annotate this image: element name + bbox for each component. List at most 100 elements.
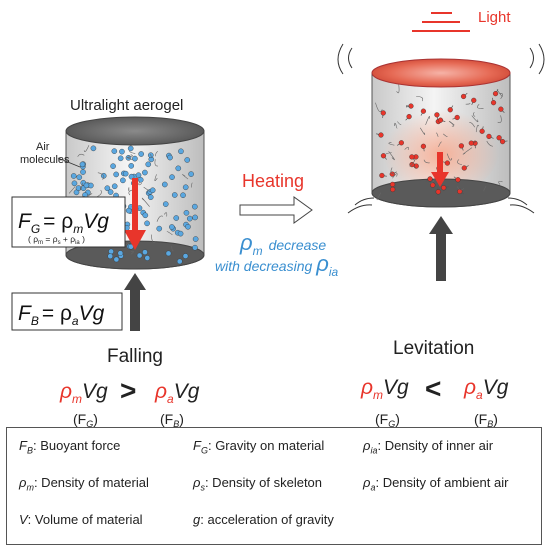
rhom-open: ( ρ xyxy=(28,234,38,244)
legend-item-v: V: Volume of material xyxy=(19,512,143,527)
air-molecule xyxy=(435,112,440,117)
air-molecule xyxy=(80,169,85,174)
rho-change-sub2: ia xyxy=(329,265,339,279)
air-molecule xyxy=(436,189,441,194)
air-molecule xyxy=(139,151,144,156)
air-molecule xyxy=(169,175,174,180)
air-molecule xyxy=(114,257,119,262)
rho-change-line2: with decreasing xyxy=(215,258,312,274)
air-molecule xyxy=(132,156,137,161)
light-rays xyxy=(412,13,470,31)
air-molecule xyxy=(421,144,426,149)
air-molecule xyxy=(381,153,386,158)
air-molecule xyxy=(491,100,496,105)
air-molecule xyxy=(84,183,89,188)
legend-item-rho-m: ρm: Density of material xyxy=(19,475,149,493)
air-molecule xyxy=(136,173,141,178)
buoyancy-arrow-left xyxy=(124,273,146,331)
air-molecule xyxy=(500,139,505,144)
air-molecule xyxy=(166,251,171,256)
legend-item-fb: FB: Buoyant force xyxy=(19,438,120,456)
air-molecule xyxy=(390,182,395,187)
air-molecule xyxy=(123,171,128,176)
heating-arrow xyxy=(240,197,312,223)
air-molecule xyxy=(178,231,183,236)
air-molecule xyxy=(456,177,461,182)
air-molecule xyxy=(71,173,76,178)
falling-left-sub: m xyxy=(72,392,82,406)
legend-item-g: g: acceleration of gravity xyxy=(193,512,334,527)
air-molecule xyxy=(119,149,124,154)
air-molecule xyxy=(180,193,185,198)
svg-text:ρmVg: ρmVg xyxy=(360,376,409,402)
air-molecule xyxy=(379,173,384,178)
air-molecule xyxy=(399,140,404,145)
levitation-right-tail: Vg xyxy=(483,376,509,399)
air-molecule xyxy=(129,163,134,168)
air-molecule xyxy=(126,208,131,213)
rhom-close: ) xyxy=(80,234,85,244)
levitation-left-sub: m xyxy=(373,388,383,402)
levitation-left-caption-close: ) xyxy=(395,411,400,427)
air-molecule xyxy=(390,187,395,192)
air-molecule xyxy=(381,111,386,116)
air-molecule xyxy=(172,192,177,197)
air-molecule xyxy=(142,170,147,175)
fg-equation-box: FG= ρmVg ( ρm = ρs + ρia ) xyxy=(12,197,125,247)
rho-change-symbol-2: ρ xyxy=(315,251,329,276)
air-molecule xyxy=(407,114,412,119)
air-molecule xyxy=(148,195,153,200)
air-molecule xyxy=(169,224,174,229)
air-molecule xyxy=(145,255,150,260)
legend-item-rho-s: ρs: Density of skeleton xyxy=(193,475,322,493)
air-molecule xyxy=(187,216,192,221)
air-molecule xyxy=(183,185,188,190)
air-molecule xyxy=(112,149,117,154)
svg-text:ρaVg: ρaVg xyxy=(154,380,200,406)
falling-left-caption-open: (F xyxy=(73,411,86,427)
air-molecule xyxy=(167,155,172,160)
air-molecule xyxy=(150,188,155,193)
air-molecule xyxy=(174,215,179,220)
falling-right-caption-close: ) xyxy=(179,411,184,427)
air-molecule xyxy=(438,118,443,123)
air-molecule xyxy=(72,181,77,186)
air-molecule xyxy=(146,162,151,167)
falling-left-caption-close: ) xyxy=(93,411,98,427)
air-molecule xyxy=(177,259,182,264)
air-molecules-label-1: Air xyxy=(36,141,50,153)
falling-operator: > xyxy=(120,375,136,406)
air-molecule xyxy=(441,185,446,190)
air-molecule xyxy=(142,250,147,255)
air-molecule xyxy=(128,146,133,151)
air-molecule xyxy=(493,91,498,96)
fb-lhs-sub: B xyxy=(31,314,39,328)
rho-change-symbol: ρ xyxy=(239,230,253,255)
air-molecule xyxy=(138,177,143,182)
levitation-operator: < xyxy=(425,373,441,404)
falling-left-rho: ρ xyxy=(59,380,72,403)
rhom-mid2: + ρ xyxy=(61,234,76,244)
air-molecule xyxy=(114,172,119,177)
air-molecule xyxy=(471,98,476,103)
fg-rhs: = ρ xyxy=(43,210,73,233)
air-molecule xyxy=(118,156,123,161)
levitation-right-caption-close: ) xyxy=(493,411,498,427)
fb-equation-box: FB= ρaVg xyxy=(12,293,122,330)
air-molecule xyxy=(189,171,194,176)
air-molecule xyxy=(108,254,113,259)
levitation-right-caption-open: (F xyxy=(474,411,487,427)
air-molecule xyxy=(409,104,414,109)
air-molecule xyxy=(421,109,426,114)
air-molecule xyxy=(178,149,183,154)
air-molecule xyxy=(409,155,414,160)
rho-change-sub: m xyxy=(253,244,263,258)
air-molecule xyxy=(497,135,502,140)
air-molecule xyxy=(80,162,85,167)
air-molecule xyxy=(445,161,450,166)
levitation-left-rho: ρ xyxy=(360,376,373,399)
falling-right-caption-open: (F xyxy=(160,411,173,427)
